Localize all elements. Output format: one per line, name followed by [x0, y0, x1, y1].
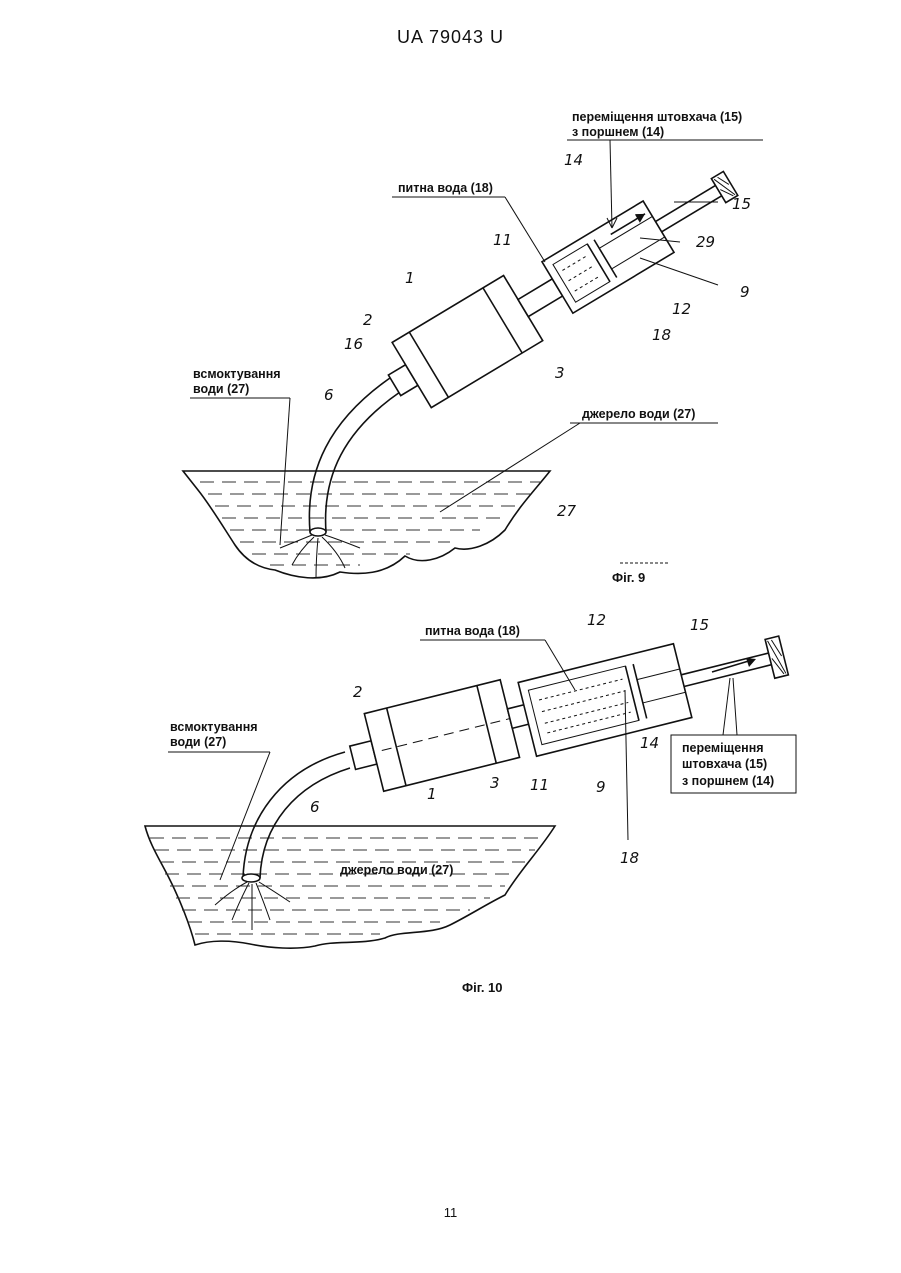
ref-6-fig10: 6 [310, 798, 320, 816]
ref-1-fig9: 1 [405, 269, 415, 287]
ref-16-fig9: 16 [344, 335, 363, 353]
label-drinking-water-fig10: питна вода (18) [425, 624, 520, 638]
label-suction-fig9-2: води (27) [193, 382, 249, 396]
hose-fig9 [309, 378, 390, 532]
ref-15-fig10: 15 [690, 616, 709, 634]
ref-3-fig9: 3 [555, 364, 565, 382]
label-piston-fig9-2: з поршнем (14) [572, 125, 664, 139]
ref-6-fig9: 6 [324, 386, 334, 404]
ref-9-fig9: 9 [740, 283, 750, 301]
ref-1-fig10: 1 [427, 785, 437, 803]
ref-9-fig10: 9 [596, 778, 606, 796]
water-body-fig9 [183, 471, 550, 578]
water-lines-fig10 [150, 838, 545, 934]
figure-10: питна вода (18) всмоктування води (27) д… [145, 611, 796, 995]
page-number: 11 [0, 1205, 901, 1220]
label-source-fig9: джерело води (27) [582, 407, 695, 421]
figure-10-caption: Фіг. 10 [462, 980, 503, 995]
hose-fig10 [243, 752, 345, 878]
ref-11-fig10: 11 [530, 776, 549, 794]
label-piston-fig10-1: переміщення [682, 741, 764, 755]
ref-15-fig9: 15 [732, 195, 751, 213]
suction-arrows-fig10 [215, 882, 290, 930]
ref-11-fig9: 11 [493, 231, 512, 249]
figure-9: переміщення штовхача (15) з поршнем (14)… [183, 110, 763, 585]
label-piston-fig9-1: переміщення штовхача (15) [572, 110, 742, 124]
ref-2-fig10: 2 [353, 683, 363, 701]
figure-9-caption: Фіг. 9 [612, 570, 645, 585]
label-piston-fig10-2: штовхача (15) [682, 757, 767, 771]
hose-inlet-fig9 [310, 528, 326, 536]
ref-12-fig9: 12 [672, 300, 691, 318]
ref-18-fig9: 18 [652, 326, 671, 344]
hose-inlet-fig10 [242, 874, 260, 882]
label-suction-fig9-1: всмоктування [193, 367, 281, 381]
ref-14-fig10: 14 [640, 734, 659, 752]
ref-3-fig10: 3 [490, 774, 500, 792]
suction-arrows-fig9 [280, 535, 360, 578]
ref-29-fig9: 29 [696, 233, 715, 251]
ref-18-fig10: 18 [620, 849, 639, 867]
ref-14-fig9: 14 [564, 151, 583, 169]
ref-27-fig9: 27 [557, 502, 577, 520]
label-drinking-water-fig9: питна вода (18) [398, 181, 493, 195]
label-source-fig10: джерело води (27) [340, 863, 453, 877]
ref-12-fig10: 12 [587, 611, 606, 629]
label-piston-fig10-3: з поршнем (14) [682, 774, 774, 788]
label-suction-fig10-1: всмоктування [170, 720, 258, 734]
water-body-fig10 [145, 826, 555, 948]
water-lines-fig9 [200, 482, 540, 565]
syringe-chamber-9-fig10 [518, 644, 692, 756]
label-suction-fig10-2: води (27) [170, 735, 226, 749]
ref-2-fig9: 2 [363, 311, 373, 329]
